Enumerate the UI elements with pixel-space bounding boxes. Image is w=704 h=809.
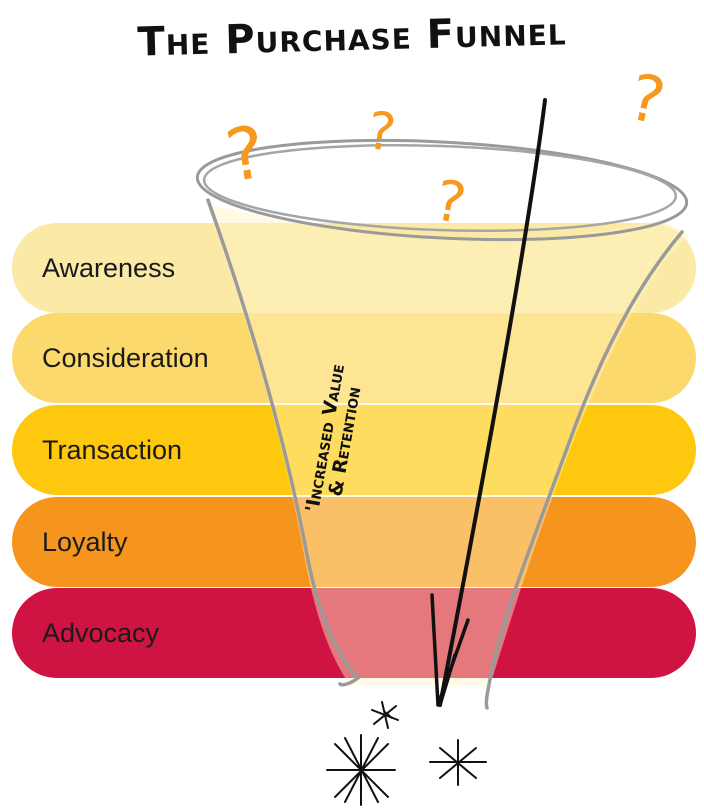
- question-mark-icon: ?: [623, 61, 672, 140]
- funnel-rim: [195, 138, 689, 242]
- stage-label: Consideration: [42, 342, 209, 373]
- arrow-head-icon: [430, 593, 470, 707]
- stage-label: Transaction: [42, 434, 183, 465]
- question-mark-icon: ?: [430, 168, 471, 237]
- sparkle-icon: [371, 701, 399, 729]
- stage-transaction: Transaction: [12, 405, 696, 495]
- arrow-shaft: [438, 98, 547, 707]
- stage-consideration: Consideration: [12, 313, 696, 403]
- funnel-body: [205, 200, 690, 685]
- stage-label: Loyalty: [42, 526, 128, 557]
- stage-advocacy: Advocacy: [12, 588, 696, 678]
- funnel-right-edge: [484, 230, 684, 710]
- sparkle-icon: [326, 734, 396, 806]
- stage-label: Awareness: [42, 252, 176, 283]
- stage-label: Advocacy: [42, 617, 160, 648]
- question-mark-icon: ?: [364, 101, 400, 164]
- sparkle-icon: [429, 739, 487, 786]
- question-mark-icon: ?: [220, 109, 272, 198]
- funnel-rim-inner: [202, 143, 678, 233]
- stage-loyalty: Loyalty: [12, 497, 696, 587]
- funnel-left-edge: [206, 198, 361, 687]
